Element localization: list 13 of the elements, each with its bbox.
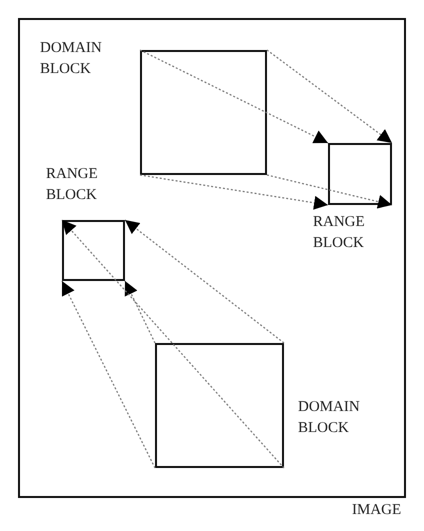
dotted-arrow xyxy=(140,174,328,210)
dotted-arrow xyxy=(62,220,284,468)
dotted-arrow xyxy=(266,174,392,209)
block-label: RANGE BLOCK xyxy=(313,213,366,253)
dotted-arrow xyxy=(124,280,156,344)
block-label: DOMAIN BLOCK xyxy=(298,398,361,438)
block-label: RANGE BLOCK xyxy=(46,165,99,205)
block-label: DOMAIN BLOCK xyxy=(40,39,103,79)
dotted-arrow xyxy=(266,50,392,144)
dotted-arrow xyxy=(140,49,328,144)
image-label: IMAGE xyxy=(352,501,402,520)
dotted-arrow xyxy=(124,220,284,344)
dotted-arrow xyxy=(61,280,156,468)
